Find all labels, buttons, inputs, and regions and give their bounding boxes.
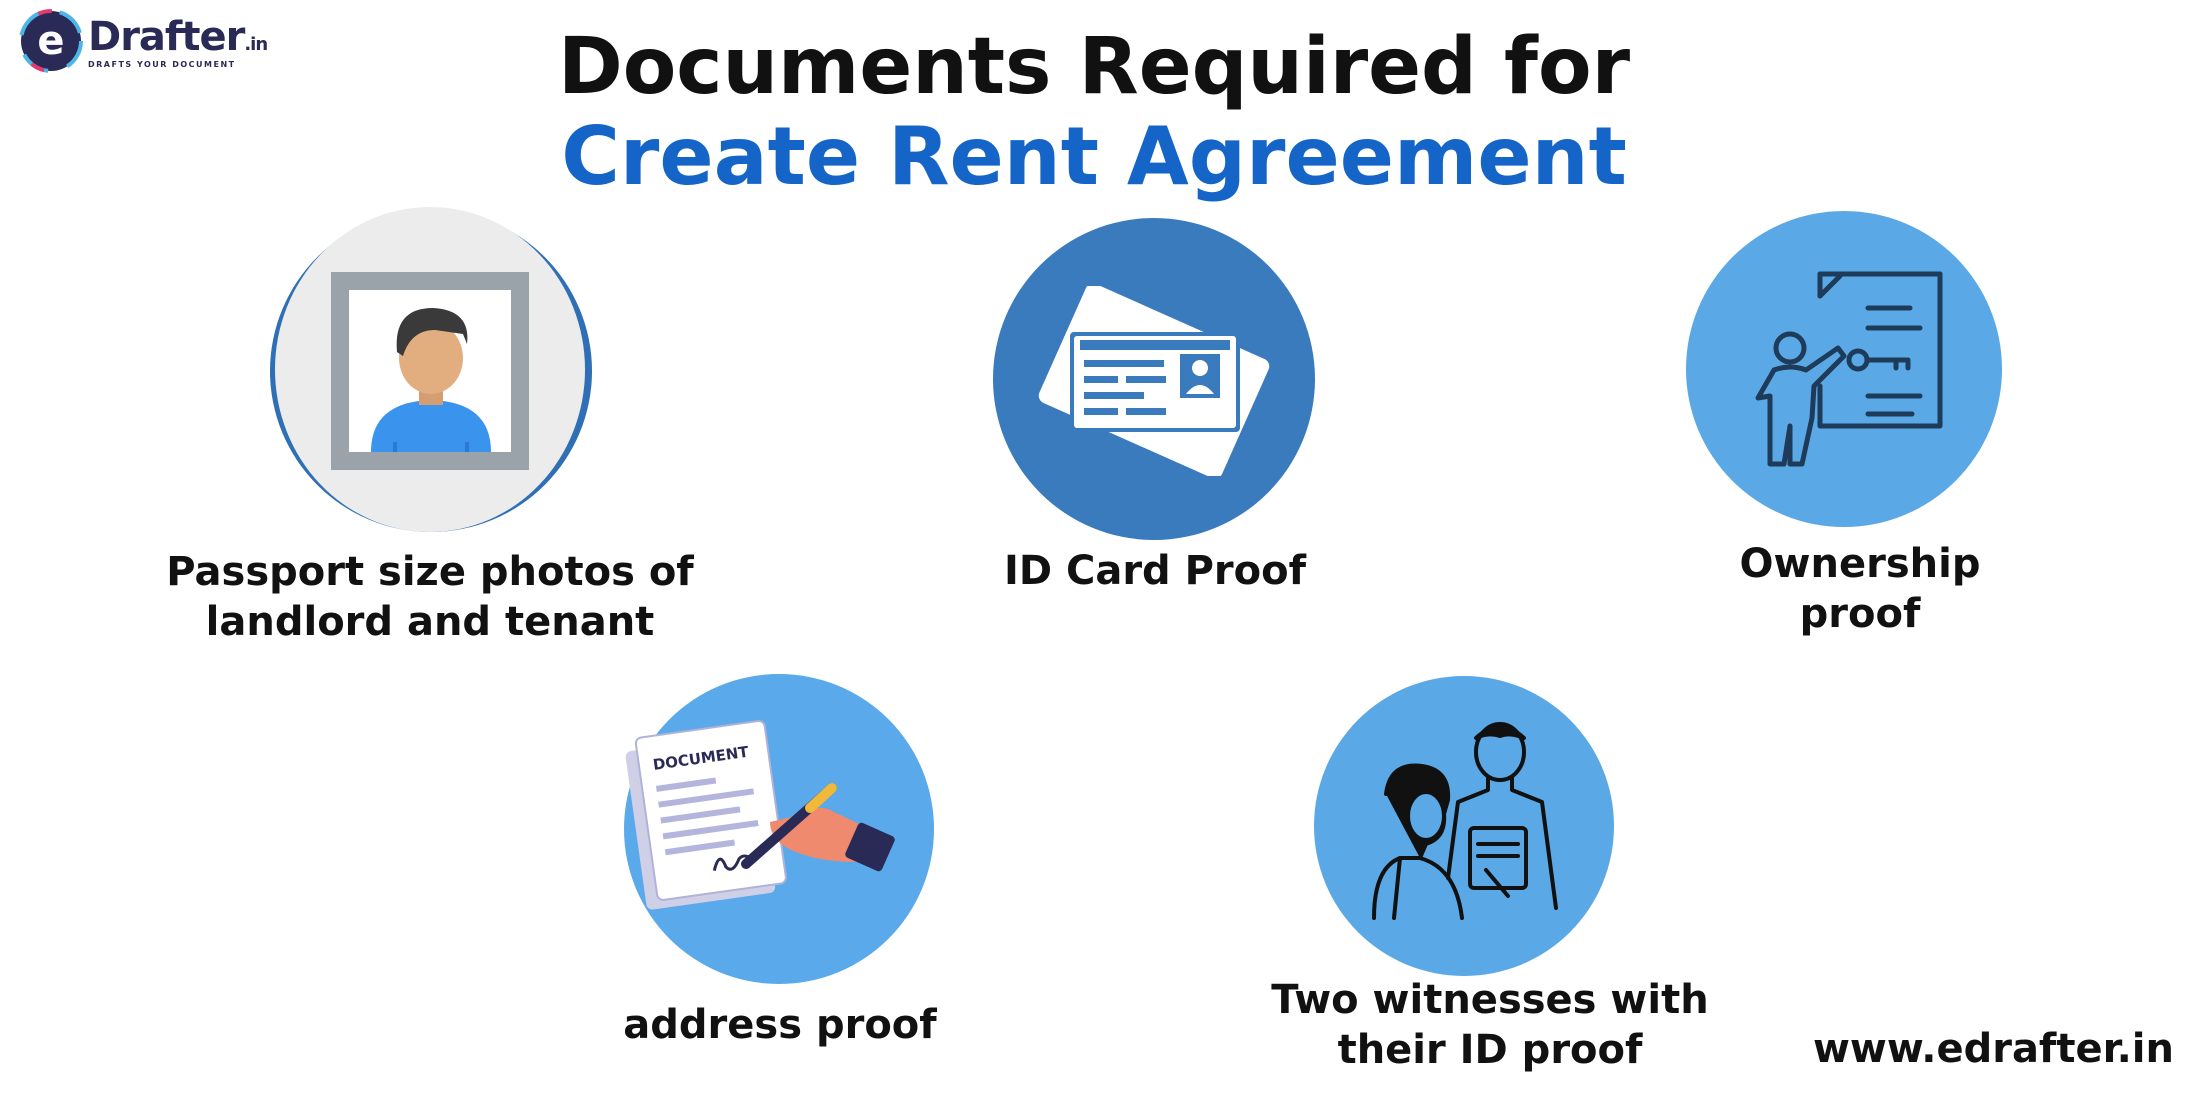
- signing-document-icon: DOCUMENT: [625, 719, 895, 910]
- passport-photo-label: Passport size photos of landlord and ten…: [166, 549, 694, 645]
- edrafter-logo: e Drafter.in DRAFTS YOUR DOCUMENT: [18, 8, 318, 78]
- witnesses-label: Two witnesses with their ID proof: [1271, 977, 1709, 1073]
- logo-wordmark: Drafter.in: [88, 14, 268, 60]
- id-card-icon: [1038, 286, 1270, 476]
- svg-text:e: e: [37, 18, 64, 64]
- logo-e-mark-icon: e: [19, 9, 83, 73]
- page-title-line-1: Documents Required for: [557, 22, 1631, 112]
- witnesses-circle: [1314, 676, 1614, 976]
- page-title-line-2: Create Rent Agreement: [561, 110, 1627, 203]
- ownership-proof-label: Ownership proof: [1739, 541, 1981, 637]
- passport-photo-icon: [331, 272, 529, 470]
- address-proof-label: address proof: [623, 1002, 937, 1048]
- ownership-document-icon: [1755, 271, 1943, 467]
- id-card-label: ID Card Proof: [1003, 548, 1307, 594]
- website-link[interactable]: www.edrafter.in: [1812, 1026, 2174, 1072]
- witnesses-icon: [1372, 722, 1558, 920]
- logo-tagline: DRAFTS YOUR DOCUMENT: [88, 60, 236, 69]
- ownership-proof-circle: [1686, 211, 2002, 527]
